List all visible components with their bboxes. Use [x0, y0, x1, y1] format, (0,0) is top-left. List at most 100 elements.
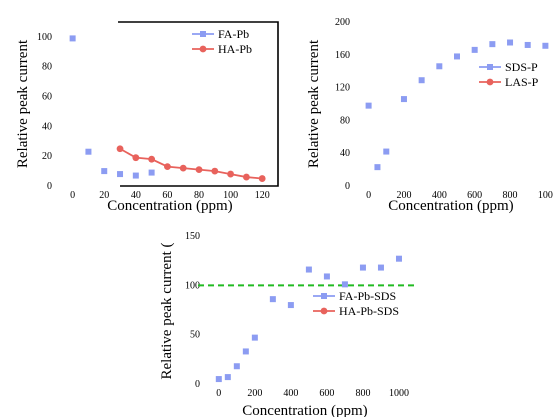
- data-point: [117, 171, 124, 178]
- data-point: [365, 102, 372, 109]
- series-HA-Pb: HA-Pb: [116, 42, 266, 182]
- data-point: [69, 35, 76, 42]
- data-point: [211, 167, 219, 175]
- x-tick-label: 1000: [389, 388, 409, 399]
- data-point: [116, 145, 124, 153]
- x-tick-label: 200: [247, 388, 262, 399]
- chart-panel-3: 0 50 100 150 0 200 400 600 800 1000Concentration …: [159, 231, 417, 417]
- data-point: [436, 63, 443, 70]
- series-line: [119, 147, 263, 180]
- legend-marker: [320, 307, 328, 315]
- x-tick-label: 200: [396, 190, 411, 201]
- legend-marker: [486, 78, 494, 86]
- legend-label: SDS-P: [505, 60, 538, 74]
- y-axis-label: Relative peak current (: [159, 242, 175, 379]
- x-tick-label: 600: [467, 190, 482, 201]
- legend-label: FA-Pb-SDS: [339, 289, 396, 303]
- data-point: [227, 170, 235, 178]
- data-point: [101, 168, 108, 175]
- data-point: [148, 169, 155, 176]
- x-tick-label: 0: [216, 388, 221, 399]
- y-axis-label: Relative peak current: [306, 39, 322, 168]
- x-tick-label: 80: [194, 190, 204, 201]
- data-point: [400, 96, 407, 103]
- series-SDS-P: SDS-P: [365, 39, 549, 171]
- legend-marker: [200, 31, 206, 37]
- data-point: [524, 41, 531, 48]
- data-point: [224, 374, 231, 381]
- data-point: [242, 348, 249, 355]
- data-point: [377, 264, 384, 271]
- y-tick-label: 0: [195, 379, 200, 390]
- data-point: [215, 376, 222, 383]
- data-point: [305, 266, 312, 273]
- x-tick-label: 0: [70, 190, 75, 201]
- y-tick-label: 120: [335, 83, 350, 94]
- y-tick-label: 50: [190, 330, 200, 341]
- data-point: [287, 302, 294, 309]
- data-point: [489, 41, 496, 48]
- data-point: [148, 155, 156, 163]
- legend-label: LAS-P: [505, 75, 539, 89]
- series-LAS-P: LAS-P: [479, 75, 539, 89]
- x-tick-label: 40: [131, 190, 141, 201]
- x-tick-label: 800: [355, 388, 370, 399]
- y-axis-label: Relative peak current: [15, 39, 31, 168]
- x-axis-label: Concentration (ppm): [242, 403, 367, 417]
- data-point: [374, 164, 381, 171]
- legend-marker: [199, 45, 207, 53]
- data-point: [132, 172, 139, 179]
- x-tick-label: 120: [255, 190, 270, 201]
- x-tick-label: 100: [538, 190, 553, 201]
- data-point: [383, 148, 390, 155]
- data-point: [395, 255, 402, 262]
- y-tick-label: 40: [340, 148, 350, 159]
- x-tick-label: 0: [366, 190, 371, 201]
- y-tick-label: 100: [37, 32, 52, 43]
- plot-frame: [118, 21, 279, 187]
- x-tick-label: 800: [503, 190, 518, 201]
- y-tick-label: 0: [345, 181, 350, 192]
- x-axis-label: Concentration (ppm): [388, 198, 513, 214]
- data-point: [418, 77, 425, 84]
- y-tick-label: 160: [335, 50, 350, 61]
- y-tick-label: 80: [42, 62, 52, 73]
- data-point: [454, 53, 460, 60]
- legend-marker: [487, 64, 493, 70]
- data-point: [542, 42, 549, 49]
- data-point: [243, 173, 250, 181]
- y-tick-label: 60: [42, 92, 52, 103]
- data-point: [179, 164, 187, 172]
- series-FA-Pb-SDS: FA-Pb-SDS: [215, 255, 402, 383]
- data-point: [258, 175, 266, 182]
- x-axis-label: Concentration (ppm): [107, 198, 232, 214]
- series-FA-Pb: FA-Pb: [69, 27, 249, 179]
- x-tick-label: 100: [223, 190, 238, 201]
- data-point: [471, 46, 478, 53]
- y-tick-label: 40: [42, 121, 52, 132]
- y-tick-label: 200: [335, 17, 350, 28]
- legend-label: HA-Pb-SDS: [339, 304, 399, 318]
- data-point: [341, 281, 348, 288]
- data-point: [507, 39, 514, 46]
- x-tick-label: 600: [319, 388, 334, 399]
- x-tick-label: 60: [162, 190, 172, 201]
- data-point: [132, 154, 140, 162]
- legend-marker: [321, 293, 327, 299]
- data-point: [269, 296, 276, 303]
- x-tick-label: 400: [283, 388, 298, 399]
- series-HA-Pb-SDS: HA-Pb-SDS: [313, 304, 399, 318]
- data-point: [85, 148, 92, 155]
- y-tick-label: 0: [47, 181, 52, 192]
- x-tick-label: 20: [99, 190, 109, 201]
- y-tick-label: 150: [185, 231, 200, 242]
- x-tick-label: 400: [432, 190, 447, 201]
- data-point: [195, 166, 203, 174]
- data-point: [323, 273, 330, 280]
- y-tick-label: 100: [185, 280, 200, 291]
- data-point: [251, 334, 258, 341]
- data-point: [233, 363, 240, 370]
